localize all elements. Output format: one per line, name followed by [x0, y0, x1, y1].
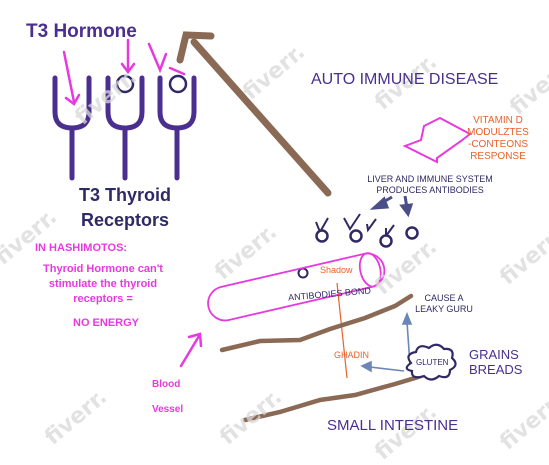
t3-hormone-label: T3 Hormone — [26, 21, 137, 42]
pink-arrow — [62, 50, 76, 104]
thyroid-cant-line1: Thyroid Hormone can't — [43, 263, 163, 275]
hormone-circle — [168, 74, 188, 94]
hormone-circle — [115, 74, 135, 94]
pink-arrow — [64, 93, 81, 106]
dark-arrow — [399, 203, 414, 218]
orange-line — [336, 282, 348, 379]
pink-arrow — [168, 66, 186, 76]
pink-arrow — [147, 42, 168, 74]
receptor-3 — [157, 75, 197, 181]
intestine-line-upper — [219, 293, 414, 353]
vitamin-d-line3: -CONTEONS — [468, 139, 528, 150]
antibodies — [297, 213, 419, 279]
gluten-label: GLUTEN — [416, 358, 449, 367]
gluten-cloud — [405, 343, 457, 381]
ghadin-label: GHADIN — [334, 350, 370, 360]
vitamin-d-line1: VITAMIN D — [473, 115, 523, 126]
blood-label: Blood — [152, 379, 181, 390]
receptor-1 — [52, 75, 92, 181]
vitamin-d-line2: MODULZTES — [467, 127, 529, 138]
pink-arrow — [120, 62, 136, 75]
brown-arrow-large — [176, 31, 332, 197]
pink-outline-arrow — [402, 116, 472, 164]
blue-arrow — [369, 366, 405, 372]
hashimotos-label: IN HASHIMOTOS: — [35, 242, 128, 254]
shadow-label: Shadow — [320, 265, 353, 275]
no-energy-label: NO ENERGY — [73, 317, 140, 329]
vitamin-d-line4: RESPONSE — [470, 151, 526, 162]
leaky-gut-line2: LEAKY GURU — [415, 304, 473, 314]
liver-label-line2: PRODUCES ANTIBODIES — [376, 185, 484, 195]
blood-vessel — [207, 252, 386, 322]
thyroid-cant-line3: receptors = — [73, 293, 133, 305]
blue-arrow — [401, 311, 413, 325]
autoimmune-label: AUTO IMMUNE DISEASE — [311, 71, 499, 88]
vessel-label: Vessel — [152, 404, 184, 415]
thyroid-cant-line2: stimulate the thyroid — [48, 278, 158, 290]
grains-line1: GRAINS — [469, 347, 519, 362]
liver-label-line1: LIVER AND IMMUNE SYSTEM — [367, 174, 493, 184]
blood-arrow — [179, 332, 203, 368]
dark-arrow — [369, 196, 390, 210]
receptor-2 — [105, 75, 145, 181]
leaky-gut-line1: CAUSE A — [424, 293, 464, 303]
small-intestine-label: SMALL INTESTINE — [327, 417, 459, 434]
grains-line2: BREADS — [469, 362, 523, 377]
receptors-label-line1: T3 Thyroid — [78, 185, 171, 205]
receptors-label-line2: Receptors — [80, 210, 170, 230]
blue-arrow — [360, 360, 372, 373]
